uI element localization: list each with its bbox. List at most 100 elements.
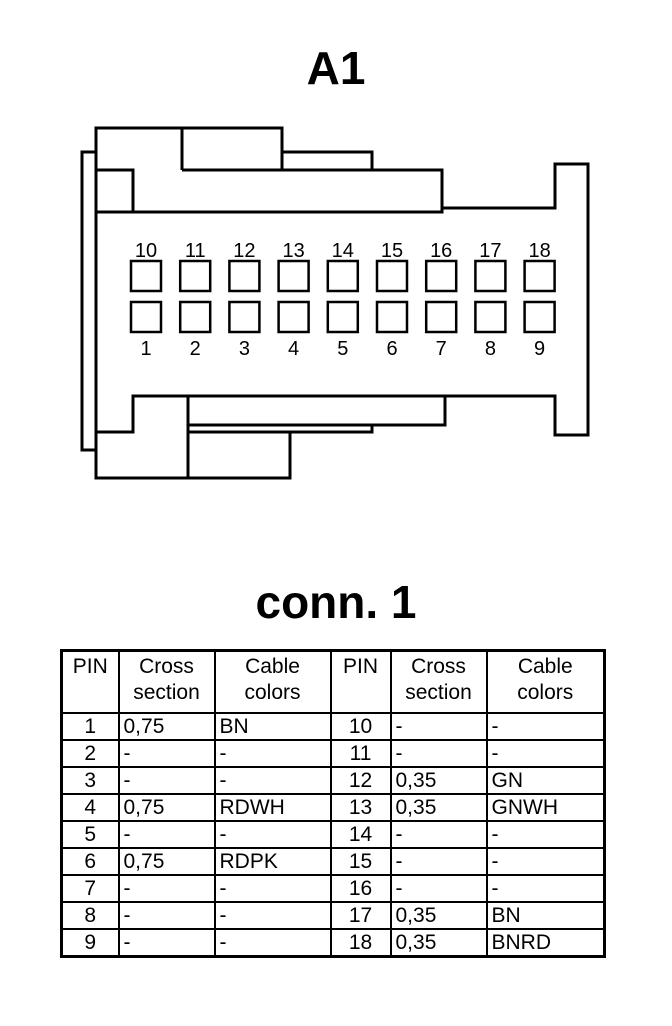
bottom-pin-socket (523, 300, 556, 334)
bottom-pin-socket (424, 300, 458, 334)
cell-pin-b: 14 (329, 820, 392, 849)
bottom-pin-label: 1 (140, 338, 151, 360)
cell-pin-a: 1 (60, 712, 120, 741)
cell-pin-a: 4 (60, 793, 120, 822)
pin-table: PIN Cross section Cable colors PIN Cross… (60, 649, 606, 958)
top-pin-socket (326, 259, 360, 293)
bottom-pin-label: 5 (337, 338, 348, 360)
cell-col-a: - (213, 766, 332, 795)
table-title: conn. 1 (255, 576, 417, 628)
cell-cs-b: - (389, 874, 488, 903)
cell-pin-b: 10 (329, 712, 392, 741)
cell-col-a: - (213, 874, 332, 903)
housing-top-outline (94, 168, 135, 212)
cell-pin-a: 3 (60, 766, 120, 795)
table-row: 7--16-- (60, 874, 606, 903)
cell-col-a: RDPK (213, 847, 332, 876)
cell-pin-b: 12 (329, 766, 392, 795)
cell-cs-b: - (389, 739, 488, 768)
bottom-pin-label: 9 (534, 338, 545, 360)
housing-bottom-body (186, 396, 447, 427)
cell-col-b: GN (485, 766, 606, 795)
bottom-pin-socket (228, 300, 261, 334)
housing-top-step (94, 126, 184, 170)
housing-left-outline (80, 150, 98, 452)
cell-cs-b: - (389, 847, 488, 876)
header-pin-b: PIN (329, 649, 392, 714)
bottom-pin-label: 3 (239, 338, 250, 360)
cell-col-a: RDWH (213, 793, 332, 822)
top-pin-label: 13 (282, 240, 304, 262)
cell-col-a: - (213, 928, 332, 958)
cell-pin-a: 8 (60, 901, 120, 930)
top-pin-label: 12 (233, 240, 255, 262)
cell-cs-b: 0,35 (389, 766, 488, 795)
cell-pin-b: 16 (329, 874, 392, 903)
cell-pin-a: 5 (60, 820, 120, 849)
cell-cs-b: 0,35 (389, 793, 488, 822)
header-cross-section-b: Cross section (389, 649, 488, 714)
bottom-pin-label: 6 (386, 338, 397, 360)
bottom-pin-label: 8 (485, 338, 496, 360)
top-pin-label: 14 (332, 240, 354, 262)
housing-bottom-tab (188, 430, 292, 480)
cell-cs-a: - (117, 901, 216, 930)
inner-cavity (94, 162, 590, 437)
housing-bottom-step (94, 396, 190, 480)
cell-cs-a: 0,75 (117, 793, 216, 822)
bottom-pin-label: 4 (288, 338, 299, 360)
header-cable-colors-a: Cable colors (213, 649, 332, 714)
top-pin-socket (129, 259, 163, 293)
top-pin-label: 11 (185, 240, 206, 262)
table-row: 5--14-- (60, 820, 606, 849)
bottom-pin-label: 7 (436, 338, 447, 360)
header-cross-section-a: Cross section (117, 649, 216, 714)
cell-col-b: BN (485, 901, 606, 930)
cell-col-a: - (213, 901, 332, 930)
cell-pin-b: 15 (329, 847, 392, 876)
cell-col-b: BNRD (485, 928, 606, 958)
cell-col-a: BN (213, 712, 332, 741)
cell-pin-a: 2 (60, 739, 120, 768)
cell-cs-a: 0,75 (117, 712, 216, 741)
top-pin-socket (277, 259, 310, 293)
top-pin-socket (375, 259, 409, 293)
top-pin-label: 16 (430, 240, 452, 262)
cell-pin-b: 17 (329, 901, 392, 930)
cell-col-a: - (213, 820, 332, 849)
table-header-row: PIN Cross section Cable colors PIN Cross… (60, 649, 606, 714)
bottom-pin-socket (178, 300, 212, 334)
cell-pin-a: 9 (60, 928, 120, 958)
bottom-pin-socket (326, 300, 360, 334)
cell-cs-a: - (117, 874, 216, 903)
cell-cs-a: - (117, 820, 216, 849)
cell-pin-a: 6 (60, 847, 120, 876)
cell-cs-b: 0,35 (389, 928, 488, 958)
cell-cs-a: - (117, 766, 216, 795)
cell-cs-b: 0,35 (389, 901, 488, 930)
top-pin-socket (178, 259, 212, 293)
cell-col-b: GNWH (485, 793, 606, 822)
cell-col-b: - (485, 712, 606, 741)
housing-top-latch (282, 150, 374, 170)
connector-title: A1 (306, 42, 366, 94)
cell-cs-a: - (117, 928, 216, 958)
cell-cs-a: - (117, 739, 216, 768)
cell-cs-b: - (389, 712, 488, 741)
cell-pin-a: 7 (60, 874, 120, 903)
top-pin-socket (474, 259, 507, 293)
top-pin-label: 15 (381, 240, 403, 262)
top-pin-socket (228, 259, 261, 293)
bottom-pin-socket (375, 300, 409, 334)
housing-top-tab (182, 126, 284, 172)
cell-col-b: - (485, 874, 606, 903)
connector-housing (80, 126, 590, 480)
